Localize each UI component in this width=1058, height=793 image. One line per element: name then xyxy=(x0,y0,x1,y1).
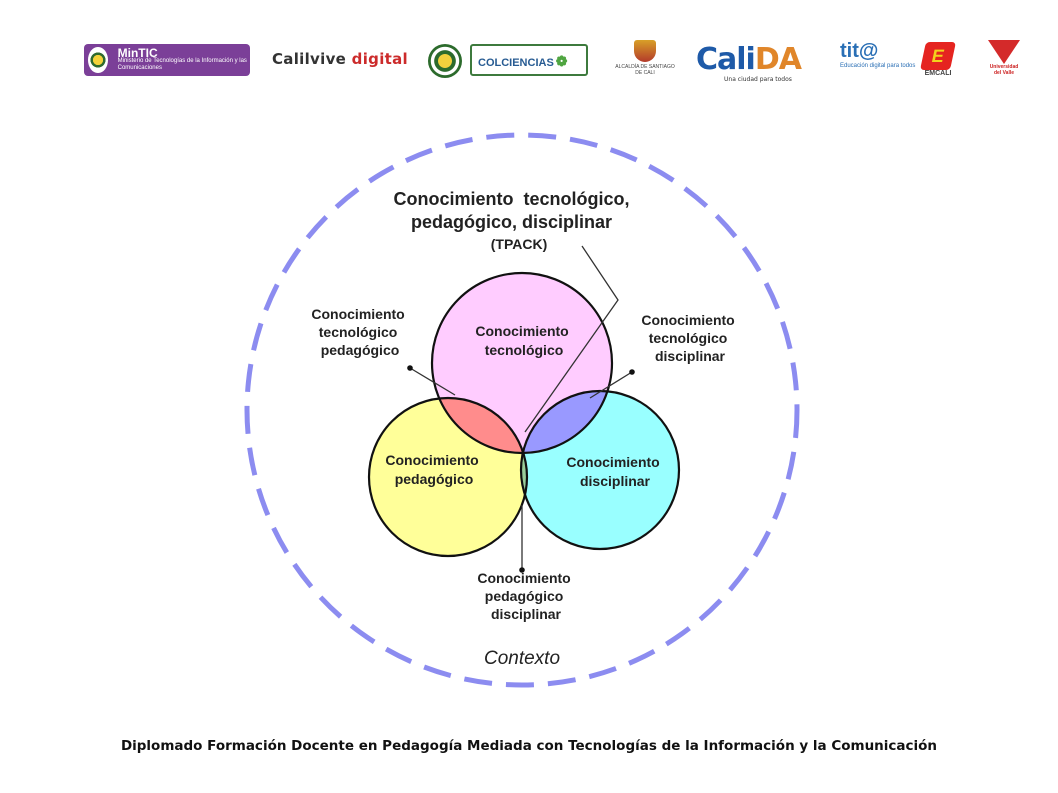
tck-label-line1: Conocimiento xyxy=(641,312,734,328)
tck-label: Conocimiento tecnológico disciplinar xyxy=(641,312,738,364)
colombia-seal-icon xyxy=(428,44,462,78)
tita-logo: tit@ Educación digital para todos xyxy=(840,40,915,70)
pck-pointer-dot xyxy=(519,567,525,573)
tpack-label-line1: Conocimiento tecnológico, xyxy=(393,189,629,209)
pedagogical-label-line1: Conocimiento xyxy=(385,452,478,468)
pck-label-line3: disciplinar xyxy=(491,606,562,622)
tck-pointer-dot xyxy=(629,369,635,375)
technological-label-line2: tecnológico xyxy=(485,342,564,358)
tpk-label: Conocimiento tecnológico pedagógico xyxy=(311,306,408,358)
univalle-name: Universidad del Valle xyxy=(989,64,1019,76)
tita-name: tit@ xyxy=(840,40,879,62)
calida-part1: Cali xyxy=(696,42,756,77)
content-label-line1: Conocimiento xyxy=(566,454,659,470)
pedagogical-label-line2: pedagógico xyxy=(395,471,474,487)
pck-label-line2: pedagógico xyxy=(485,588,564,604)
pedagogical-label: Conocimiento pedagógico xyxy=(385,452,482,487)
alcaldia-cali-logo: ALCALDÍA DE SANTIAGO DE CALI xyxy=(614,40,676,84)
colombia-seal-icon xyxy=(88,47,108,73)
colciencias-logo: COLCIENCIAS❁ xyxy=(470,44,588,76)
tpk-pointer-dot xyxy=(407,365,413,371)
logo-strip: MinTIC Ministerio de Tecnologías de la I… xyxy=(0,38,1058,88)
calida-logo: CaliDA Una ciudad para todos xyxy=(696,42,802,83)
emcali-logo: E EMCALI xyxy=(918,42,958,82)
pedagogical-outline xyxy=(367,396,529,558)
tpack-label: Conocimiento tecnológico, pedagógico, di… xyxy=(393,189,634,252)
calivive-part2: digital xyxy=(351,50,408,68)
context-label: Contexto xyxy=(484,648,560,669)
univalle-logo: Universidad del Valle xyxy=(986,40,1022,84)
calivive-digital-logo: Calilvive digital xyxy=(272,50,408,68)
tpk-label-line2: tecnológico xyxy=(319,324,398,340)
tita-subtitle: Educación digital para todos xyxy=(840,63,916,69)
leaf-icon: ❁ xyxy=(555,53,568,69)
technological-label-line1: Conocimiento xyxy=(475,323,568,339)
colciencias-name: COLCIENCIAS xyxy=(478,57,554,69)
tck-pointer-line xyxy=(589,371,633,399)
tpk-label-line1: Conocimiento xyxy=(311,306,404,322)
tck-label-line2: tecnológico xyxy=(649,330,728,346)
tpk-label-line3: pedagógico xyxy=(321,342,400,358)
content-label: Conocimiento disciplinar xyxy=(566,454,663,489)
footer-caption: Diplomado Formación Docente en Pedagogía… xyxy=(120,738,938,754)
context-ring xyxy=(244,132,800,688)
tpack-pointer-line xyxy=(524,245,619,433)
calida-part2: DA xyxy=(754,42,802,77)
mintic-subtitle: Ministerio de Tecnologías de la Informac… xyxy=(117,58,247,71)
tpack-label-line2: pedagógico, disciplinar xyxy=(411,212,612,232)
alcaldia-name: ALCALDÍA DE SANTIAGO DE CALI xyxy=(615,64,675,76)
mintic-logo: MinTIC Ministerio de Tecnologías de la I… xyxy=(84,44,250,76)
tpk-pointer-line xyxy=(409,367,456,396)
emcali-name: EMCALI xyxy=(924,70,952,77)
tpack-label-line3: (TPACK) xyxy=(491,236,548,252)
tck-label-line3: disciplinar xyxy=(655,348,726,364)
mintic-name: MinTIC xyxy=(117,46,158,60)
technological-label: Conocimiento tecnológico xyxy=(475,323,572,358)
tc-overlap xyxy=(521,391,612,453)
pck-label-line1: Conocimiento xyxy=(477,570,570,586)
pck-label: Conocimiento pedagógico disciplinar xyxy=(477,570,574,622)
shield-icon xyxy=(634,40,656,62)
content-outline xyxy=(519,389,681,551)
tp-overlap xyxy=(432,398,527,453)
technological-outline xyxy=(430,271,614,455)
content-label-line2: disciplinar xyxy=(580,473,651,489)
calivive-part1: Calilvive xyxy=(272,50,347,68)
calida-tagline: Una ciudad para todos xyxy=(724,76,792,83)
